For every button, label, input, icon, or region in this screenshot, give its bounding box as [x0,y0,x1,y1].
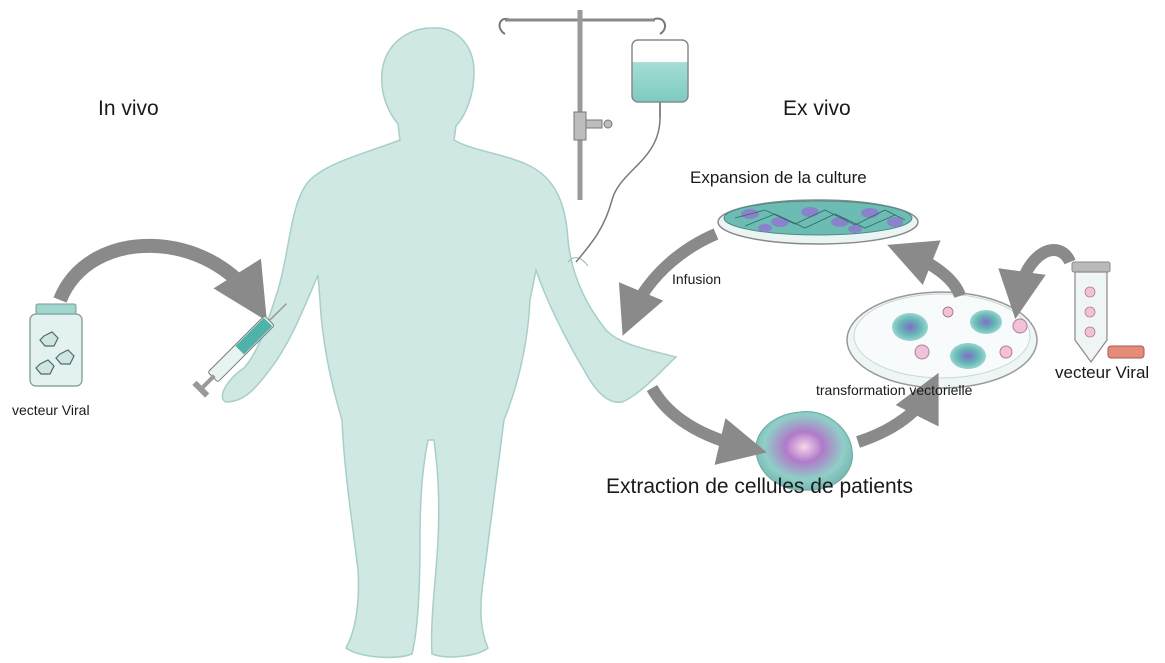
test-tube-icon [1072,262,1144,362]
arrow-vial-to-syringe [60,246,255,302]
arrow-tube-to-dish [1018,250,1070,300]
label-transformation: transformation vectorielle [816,382,972,398]
label-vector-right: vecteur Viral [1055,363,1149,383]
label-expansion: Expansion de la culture [690,168,867,188]
label-extraction: Extraction de cellules de patients [606,475,913,499]
petri-dish-culture-icon [718,200,918,244]
vial-icon [30,304,82,386]
label-infusion: Infusion [672,271,721,287]
arrow-dish-to-culture [905,252,960,296]
petri-dish-transformation-icon [847,292,1037,388]
label-ex-vivo: Ex vivo [783,97,851,121]
label-in-vivo: In vivo [98,97,159,121]
label-vector-left: vecteur Viral [12,402,90,418]
arrow-hand-to-cell [652,388,748,448]
